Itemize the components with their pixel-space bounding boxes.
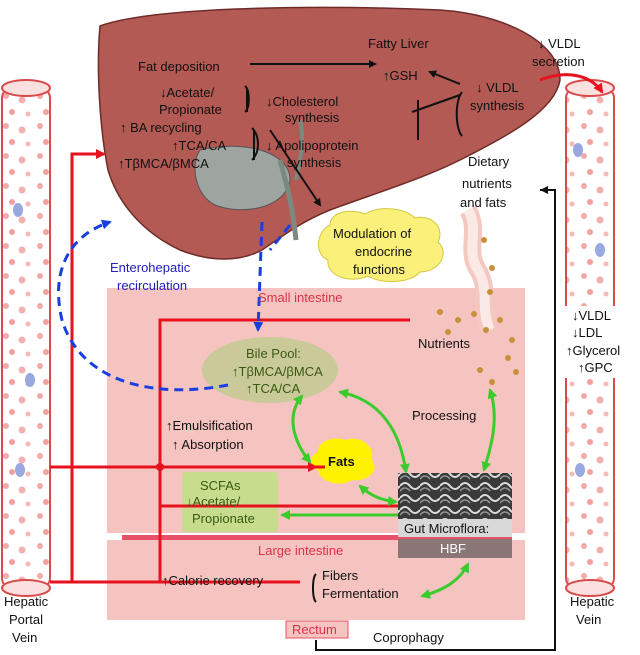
fats-label: Fats (328, 454, 355, 469)
endocrine-label-1: Modulation of (333, 226, 411, 241)
nutrients-label: Nutrients (418, 336, 471, 351)
absorption-label: ↑ Absorption (172, 437, 244, 452)
gut-microflora-image (398, 473, 512, 519)
scfa-propionate-label: Propionate (192, 511, 255, 526)
fibers-label: Fibers (322, 568, 359, 583)
bile-pool-tca: ↑TCA/CA (246, 381, 301, 396)
hepatic-vein-marker-vldl: ↓VLDL (572, 308, 611, 323)
vldl-secretion-label: ↓ VLDL (538, 36, 581, 51)
hepatic-portal-vein (1, 79, 51, 597)
intestine-divider (122, 535, 512, 540)
endocrine-cloud (318, 208, 444, 282)
hbf-label-box (398, 539, 512, 558)
scfa-acetate-label: ↓Acetate/ (186, 494, 241, 509)
vldl-secretion-sub-label: secretion (532, 54, 585, 69)
scfa-box (182, 472, 278, 532)
scfa-label: SCFAs (200, 478, 241, 493)
fermentation-label: Fermentation (322, 586, 399, 601)
apolipoprotein-synthesis-label: synthesis (287, 155, 342, 170)
bile-pool-tbmca: ↑TβMCA/βMCA (232, 364, 323, 379)
bile-duct (277, 159, 299, 241)
emulsification-label: ↑Emulsification (166, 418, 253, 433)
junction-dot (156, 463, 164, 471)
bile-pool-label: Bile Pool: (246, 346, 301, 361)
enterohepatic-label: Enterohepatic (110, 260, 191, 275)
hepatic-vein-marker-gpc: ↑GPC (578, 360, 613, 375)
endocrine-label-2: endocrine (355, 244, 412, 259)
nutrient-dots (437, 237, 519, 385)
small-intestine-label: Small intestine (258, 290, 343, 305)
hepatic-vein-label-1: Hepatic (570, 594, 615, 609)
coprophagy-label: Coprophagy (373, 630, 444, 645)
processing-label: Processing (412, 408, 476, 423)
recirculation-label: recirculation (117, 278, 187, 293)
hepatic-vein-marker-glycerol: ↑Glycerol (566, 343, 620, 358)
bile-pool-shape (202, 337, 338, 403)
vldl-synthesis-sub-label: synthesis (470, 98, 525, 113)
hbf-label: HBF (440, 541, 466, 556)
ba-recycling-label: ↑ BA recycling (120, 120, 202, 135)
dietary-nutrients-label: nutrients (462, 176, 512, 191)
portal-vein-label-3: Vein (12, 630, 37, 645)
hepatic-vein-label-2: Vein (576, 612, 601, 627)
hepatic-vein-marker-ldl: ↓LDL (572, 325, 602, 340)
propionate-label: Propionate (159, 102, 222, 117)
large-intestine-label: Large intestine (258, 543, 343, 558)
portal-vein-label-1: Hepatic (4, 594, 49, 609)
endocrine-label-3: functions (353, 262, 406, 277)
hepatic-vein-label-bg (564, 306, 630, 378)
vldl-secretion-arrow (539, 73, 604, 94)
vldl-synthesis-label: ↓ VLDL (476, 80, 519, 95)
rectum-label: Rectum (292, 622, 337, 637)
tca-ca-label: ↑TCA/CA (172, 138, 227, 153)
brackets (244, 85, 463, 603)
fat-deposition-label: Fat deposition (138, 59, 220, 74)
portal-vein-label-2: Portal (9, 612, 43, 627)
green-arrows (280, 388, 498, 599)
hepatic-duct (294, 119, 305, 181)
tbmca-label: ↑TβMCA/βMCA (118, 156, 209, 171)
dietary-label: Dietary (468, 154, 510, 169)
blue-dashed-arrows (57, 219, 292, 392)
gut-microflora-label: Gut Microflora: (404, 521, 489, 536)
gsh-label: ↑GSH (383, 68, 418, 83)
fatty-liver-label: Fatty Liver (368, 36, 429, 51)
apolipoprotein-label: ↓ Apolipoprotein (266, 138, 359, 153)
gut-microflora-label-box (398, 519, 512, 537)
acetate-label: ↓Acetate/ (160, 85, 215, 100)
nutrient-tube-inner (463, 207, 495, 333)
calorie-recovery-label: ↑Calorie recovery (162, 573, 264, 588)
cholesterol-label: ↓Cholesterol (266, 94, 338, 109)
rectum-box (285, 620, 349, 639)
dietary-fats-label: and fats (460, 195, 507, 210)
cholesterol-synthesis-label: synthesis (285, 110, 340, 125)
